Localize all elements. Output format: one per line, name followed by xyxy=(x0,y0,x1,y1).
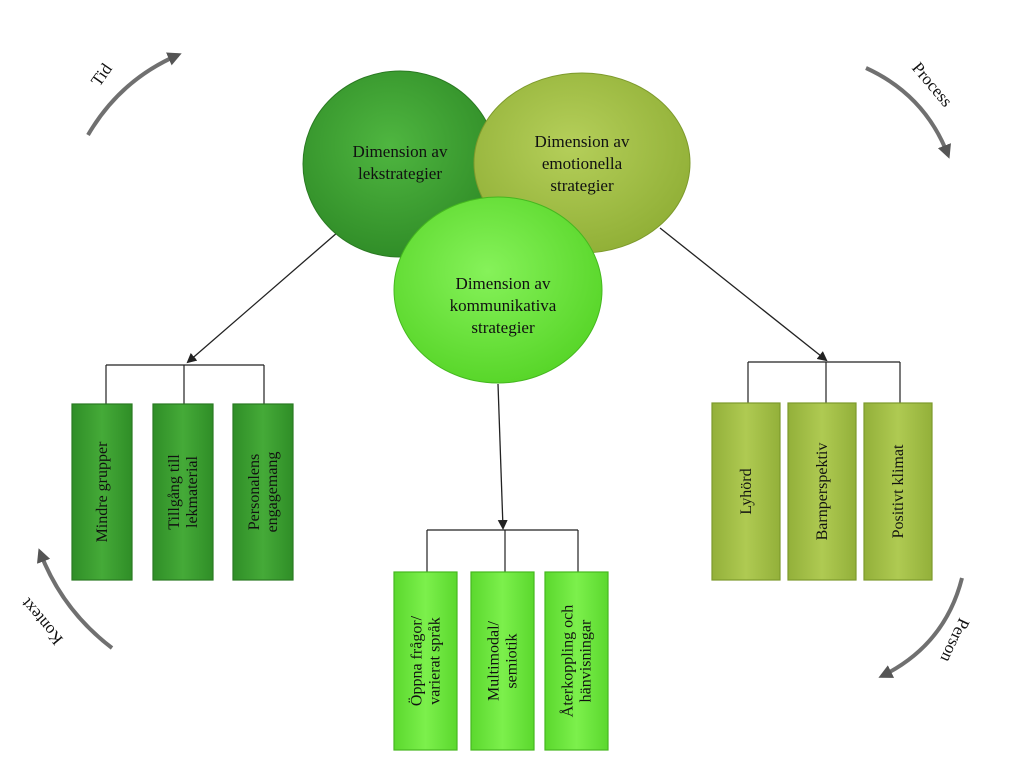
circle-label-line: emotionella xyxy=(542,154,623,173)
box-right-3-label: Positivt klimat xyxy=(890,444,907,538)
corner-arrow-tid: Tid xyxy=(86,52,182,137)
box-left-2-label: Tillgång tilllekmaterial xyxy=(166,454,201,530)
box-group-emotionella: Lyhörd Barnperspektiv Positivt klimat xyxy=(711,402,933,581)
box-label-line: varierat språk xyxy=(427,617,444,705)
circle-lekstrategier-label: Dimension av lekstrategier xyxy=(353,142,448,183)
box-right-1: Lyhörd xyxy=(711,402,781,581)
box-label-line: lekmaterial xyxy=(184,455,201,528)
corner-label-kontext: Kontext xyxy=(17,594,67,648)
box-label-line: Positivt klimat xyxy=(890,444,907,538)
box-middle-3: Återkoppling ochhänvisningar xyxy=(544,571,609,751)
box-right-2-label: Barnperspektiv xyxy=(814,443,831,541)
box-label-line: hänvisningar xyxy=(578,619,595,702)
bracket-middle xyxy=(426,529,579,572)
box-middle-1: Öppna frågor/varierat språk xyxy=(393,571,458,751)
box-label-line: Multimodal/ xyxy=(486,620,503,701)
arrow-komm-to-middle-group xyxy=(497,383,508,530)
box-label-line: Återkoppling och xyxy=(559,605,577,717)
box-label-line: semiotik xyxy=(504,633,521,688)
box-label-line: Lyhörd xyxy=(738,468,755,514)
box-group-lekstrategier: Mindre grupper Tillgång tilllekmaterial Pe… xyxy=(71,403,294,581)
box-label-line: Tillgång till xyxy=(166,454,183,530)
circle-kommunikativa-label: Dimension av kommunikativa strategier xyxy=(450,274,557,337)
box-left-3: Personalensengagemang xyxy=(232,403,294,581)
box-label-line: Öppna frågor/ xyxy=(408,615,426,706)
circle-label-line: lekstrategier xyxy=(358,164,442,183)
box-middle-2: Multimodal/semiotik xyxy=(470,571,535,751)
circle-emotionella-label: Dimension av emotionella strategier xyxy=(535,132,630,195)
circle-label-line: Dimension av xyxy=(535,132,630,151)
circle-label-line: Dimension av xyxy=(456,274,551,293)
circle-label-line: strategier xyxy=(471,318,535,337)
bracket-left xyxy=(105,364,265,404)
box-label-line: engagemang xyxy=(264,452,281,533)
box-left-2: Tillgång tilllekmaterial xyxy=(152,403,214,581)
circle-label-line: strategier xyxy=(550,176,614,195)
box-left-1: Mindre grupper xyxy=(71,403,133,581)
box-middle-2-label: Multimodal/semiotik xyxy=(486,620,521,701)
box-right-2: Barnperspektiv xyxy=(787,402,857,581)
circle-label-line: kommunikativa xyxy=(450,296,557,315)
box-middle-3-label: Återkoppling ochhänvisningar xyxy=(559,605,595,717)
box-right-1-label: Lyhörd xyxy=(738,468,755,514)
bracket-right xyxy=(747,361,901,403)
box-left-3-label: Personalensengagemang xyxy=(246,452,281,533)
box-right-3: Positivt klimat xyxy=(863,402,933,581)
arrow-lek-to-left-group xyxy=(186,231,339,364)
circle-label-line: Dimension av xyxy=(353,142,448,161)
corner-arrow-person: Person xyxy=(878,577,973,678)
box-left-1-label: Mindre grupper xyxy=(94,441,111,543)
box-label-line: Mindre grupper xyxy=(94,441,111,543)
corner-arrow-process: Process xyxy=(865,58,956,159)
arrow-emotion-to-right-group xyxy=(659,227,828,362)
box-label-line: Barnperspektiv xyxy=(814,443,831,541)
box-label-line: Personalens xyxy=(246,454,263,530)
circle-kommunikativa: Dimension av kommunikativa strategier xyxy=(393,196,603,384)
corner-label-tid: Tid xyxy=(87,60,116,90)
box-group-kommunikativa: Öppna frågor/varierat språk Multimodal/se… xyxy=(393,571,609,751)
box-middle-1-label: Öppna frågor/varierat språk xyxy=(408,615,444,706)
